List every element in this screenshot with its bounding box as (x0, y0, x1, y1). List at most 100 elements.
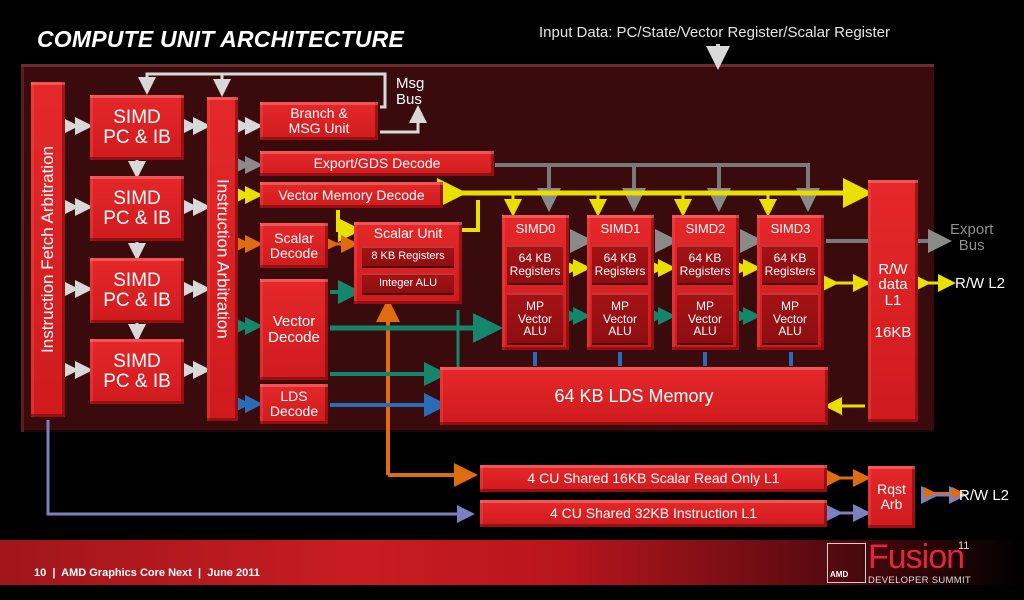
reg-size: 64 KB (518, 251, 552, 266)
instruction-arbitration-label: Instruction Arbitration (213, 179, 233, 339)
scalar-unit-title: Scalar Unit (373, 225, 443, 241)
vector-decode-line1: Vector (272, 312, 316, 330)
alu-line1: MP (696, 299, 714, 314)
msg-bus-loop (138, 72, 387, 109)
branch-msg-line1: Branch & (290, 105, 348, 122)
lds-memory: 64 KB LDS Memory (440, 367, 828, 425)
instruction-fetch-arbitration: Instruction Fetch Arbitration (31, 82, 65, 417)
simd-pc-ib-sublabel: PC & IB (103, 207, 171, 229)
instruction-l1: 4 CU Shared 32KB Instruction L1 (480, 500, 827, 527)
alu-line2: Vector (687, 311, 723, 326)
msg-bus-out (380, 105, 427, 134)
rw-l1-line4: 16KB (874, 323, 912, 341)
vector-memory-decode: Vector Memory Decode (260, 182, 443, 208)
rw-data-l1: R/W data L1 16KB (868, 180, 918, 422)
rw-l1-line3: L1 (884, 292, 902, 309)
lds-decode-line1: LDS (280, 388, 308, 405)
simd-pc-ib-sublabel: PC & IB (103, 126, 171, 148)
simd-name: SIMD2 (685, 221, 726, 236)
alu-line3: ALU (523, 324, 547, 339)
branch-msg-unit: Branch &MSG Unit (260, 102, 378, 140)
alu-line1: MP (526, 299, 544, 314)
msg-bus-line2: Bus (396, 90, 422, 108)
export-bus-line1: Export (950, 221, 994, 238)
integer-alu: Integer ALU (362, 273, 454, 295)
simd-pc-ib-label: SIMD (113, 187, 161, 209)
alu-line2: Vector (772, 311, 808, 326)
alu-line1: MP (611, 299, 629, 314)
lds-decode-line2: Decode (269, 403, 319, 419)
branch-msg-line2: MSG Unit (288, 120, 350, 136)
reg-label: Registers (679, 264, 731, 278)
alu-line1: MP (781, 299, 799, 314)
export-gds-decode: Export/GDS Decode (260, 151, 494, 176)
simd-pc-ib-label: SIMD (113, 269, 161, 291)
instruction-fetch-arbitration-label: Instruction Fetch Arbitration (38, 146, 58, 353)
reg-size: 64 KB (688, 251, 722, 266)
simd-pc-ib-sublabel: PC & IB (103, 370, 171, 392)
vector-decode-line2: Decode (268, 328, 320, 346)
fusion-superscript: 11 (958, 540, 970, 552)
reg-size: 64 KB (603, 251, 637, 266)
msg-bus-line1: Msg (396, 75, 425, 92)
simd-name: SIMD3 (770, 221, 811, 236)
alu-line3: ALU (778, 324, 802, 339)
reg-label: Registers (594, 264, 646, 278)
rqst-arb-line2: Arb (880, 496, 903, 512)
reg-size: 64 KB (773, 251, 807, 266)
amd-logo-box (827, 543, 866, 583)
alu-line3: ALU (693, 324, 717, 339)
scalar-registers: 8 KB Registers (362, 246, 454, 268)
simd-name: SIMD1 (600, 221, 641, 236)
scalar-decode-line1: Scalar (274, 229, 314, 246)
scalar-readonly-l1: 4 CU Shared 16KB Scalar Read Only L1 (480, 465, 827, 492)
rw-l2-label-top: R/W L2 (955, 275, 1006, 292)
simd-name: SIMD0 (515, 221, 556, 236)
instruction-arbitration: Instruction Arbitration (207, 97, 238, 421)
slide-title: COMPUTE UNIT ARCHITECTURE (37, 26, 405, 52)
alu-line2: Vector (602, 311, 638, 326)
rqst-arb-line1: Rqst (877, 481, 906, 498)
alu-line2: Vector (517, 311, 553, 326)
simd-pc-ib-label: SIMD (113, 106, 161, 128)
export-bus-line2: Bus (958, 236, 985, 254)
simd-pc-ib-sublabel: PC & IB (103, 289, 171, 311)
scalar-unit: Scalar Unit 8 KB Registers Integer ALU (354, 222, 462, 304)
amd-logo: AMD (830, 570, 849, 579)
simd-pc-ib-label: SIMD (113, 350, 161, 372)
developer-summit-label: DEVELOPER SUMMIT (868, 575, 971, 586)
reg-label: Registers (509, 264, 561, 278)
footer-bar (0, 540, 1024, 585)
rw-l1-line1: R/W (878, 260, 908, 278)
footer-text: 10 | AMD Graphics Core Next | June 2011 (34, 567, 260, 579)
fusion-logo: Fusion (868, 538, 965, 576)
reg-label: Registers (764, 264, 816, 278)
scalar-decode-line2: Decode (269, 244, 319, 261)
rw-l2-label-bottom: R/W L2 (959, 487, 1010, 504)
input-data-label: Input Data: PC/State/Vector Register/Sca… (539, 24, 890, 41)
rw-l1-line2: data (878, 276, 908, 294)
